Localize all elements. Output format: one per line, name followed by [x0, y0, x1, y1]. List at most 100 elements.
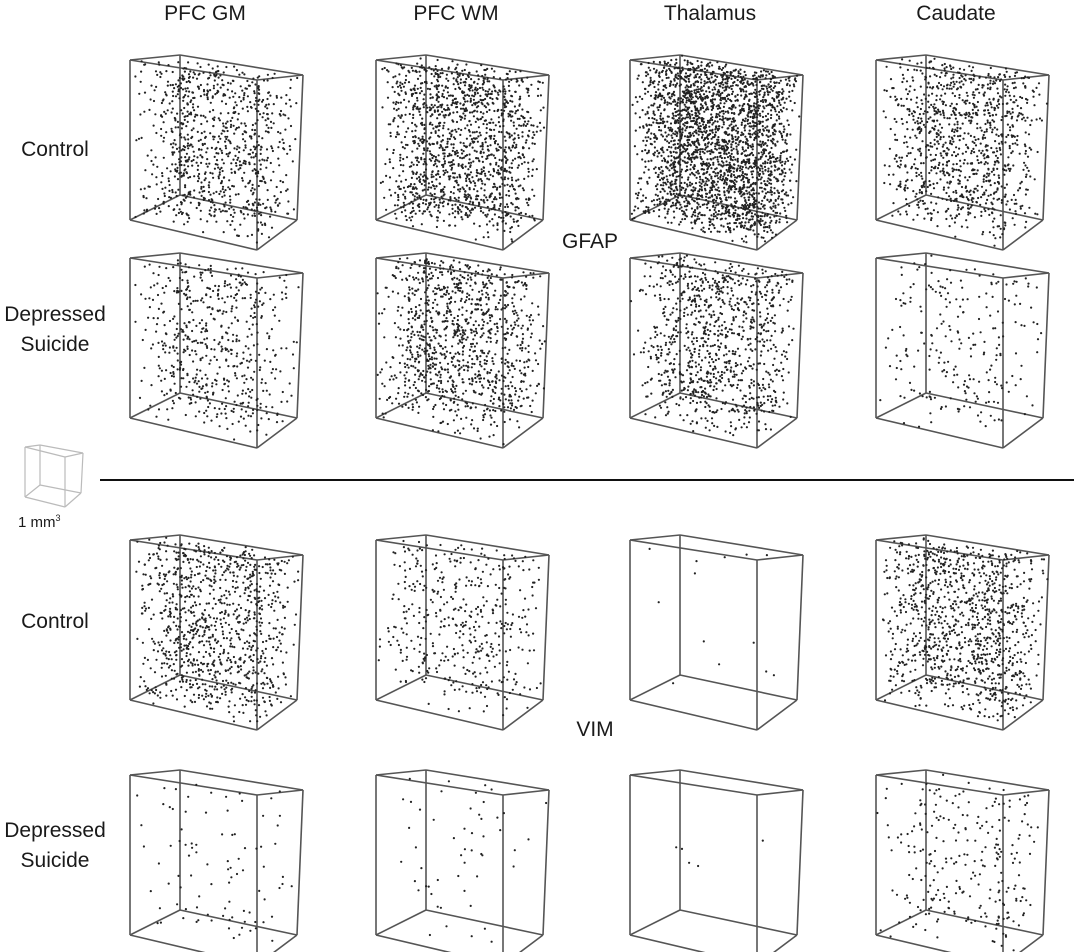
- cell-dot: [495, 198, 498, 201]
- cell-dot: [448, 132, 451, 135]
- cell-dot: [501, 178, 504, 181]
- cell-dot: [478, 203, 481, 206]
- cell-dot: [718, 144, 721, 147]
- cell-dot: [188, 113, 191, 116]
- cell-dot: [672, 192, 675, 195]
- cell-dot: [752, 104, 755, 107]
- cell-dot: [434, 131, 437, 134]
- cell-dot: [481, 155, 484, 158]
- cell-dot: [225, 153, 228, 156]
- cell-dot: [702, 139, 705, 142]
- cell-dot: [520, 124, 523, 127]
- cell-dot: [436, 117, 439, 120]
- cell-dot: [684, 129, 687, 132]
- cell-dot: [171, 70, 174, 74]
- cell-dot: [522, 147, 525, 150]
- cell-dot: [459, 107, 463, 110]
- cell-dot: [706, 177, 709, 181]
- cell-dot: [681, 68, 684, 71]
- cell-dot: [725, 168, 728, 172]
- cell-dot: [402, 193, 405, 196]
- cell-dot: [742, 119, 745, 122]
- cell-dot: [507, 115, 510, 118]
- cell-dot: [155, 183, 158, 186]
- cell-dot: [386, 96, 390, 99]
- cell-dot: [459, 156, 462, 159]
- cell-dot: [467, 71, 471, 74]
- cell-dot: [729, 166, 732, 169]
- cell-dot: [389, 194, 393, 197]
- cell-dot: [234, 128, 237, 131]
- cell-dot: [644, 165, 647, 168]
- cell-dot: [731, 135, 734, 138]
- cell-dot: [510, 201, 513, 205]
- cell-dot: [696, 215, 699, 218]
- cell-dot: [397, 198, 400, 202]
- cell-dot: [433, 85, 436, 88]
- cell-dot: [770, 109, 773, 112]
- cell-dot: [403, 135, 407, 139]
- cell-dot: [447, 67, 450, 70]
- cell-dot: [640, 177, 643, 180]
- cell-dot: [437, 206, 440, 209]
- cell-dot: [531, 142, 534, 145]
- cell-dot: [279, 114, 282, 117]
- cell-dot: [457, 188, 460, 191]
- cell-dot: [234, 193, 237, 196]
- cell-dot: [763, 195, 767, 198]
- cell-dot: [752, 154, 755, 157]
- cell-dot: [506, 183, 509, 186]
- cell-dot: [230, 171, 233, 174]
- cell-dot: [161, 174, 164, 178]
- cell-dot: [450, 160, 453, 164]
- cell-dot: [256, 76, 259, 79]
- cell-dot: [193, 119, 196, 122]
- cell-dot: [147, 185, 150, 188]
- cell-dot: [294, 138, 297, 141]
- cell-dot: [405, 106, 408, 109]
- cell-dot: [473, 222, 476, 225]
- cell-dot: [759, 215, 762, 218]
- cell-dot: [413, 87, 416, 90]
- cell-dot: [419, 139, 422, 142]
- cell-dot: [732, 119, 736, 122]
- cell-dot: [740, 152, 743, 156]
- cell-dot: [174, 143, 177, 146]
- cell-dot: [433, 205, 436, 208]
- cell-dot: [769, 161, 772, 164]
- cell-dot: [708, 80, 711, 83]
- cell-dot: [435, 86, 438, 89]
- cell-dot: [482, 151, 485, 154]
- cell-dot: [168, 102, 171, 105]
- cell-dot: [678, 112, 681, 115]
- cell-dot: [177, 188, 180, 191]
- cell-dot: [168, 196, 171, 199]
- cell-dot: [783, 101, 786, 104]
- cell-dot: [440, 195, 443, 198]
- cell-dot: [764, 115, 768, 118]
- cell-dot: [167, 205, 170, 208]
- cell-dot: [707, 78, 710, 81]
- cell-dot: [663, 101, 666, 105]
- cell-dot: [693, 130, 696, 133]
- cell-dot: [647, 66, 650, 69]
- cell-dot: [385, 174, 388, 177]
- cell-dot: [229, 201, 232, 204]
- cell-dot: [291, 160, 294, 163]
- cell-dot: [155, 212, 158, 215]
- cell-dot: [777, 191, 780, 194]
- cell-dot: [652, 60, 655, 64]
- cell-dot: [428, 66, 431, 69]
- cell-dot: [386, 81, 389, 84]
- cell-dot: [784, 209, 787, 212]
- cell-dot: [726, 127, 729, 130]
- cell-dot: [456, 101, 459, 104]
- cell-dot: [654, 185, 658, 188]
- cell-dot: [467, 168, 470, 171]
- cell-dot: [527, 175, 530, 178]
- cell-dot: [767, 167, 770, 170]
- cell-dot: [528, 215, 531, 218]
- cell-dot: [438, 160, 441, 163]
- cell-dot: [489, 92, 492, 95]
- cell-dot: [657, 125, 661, 129]
